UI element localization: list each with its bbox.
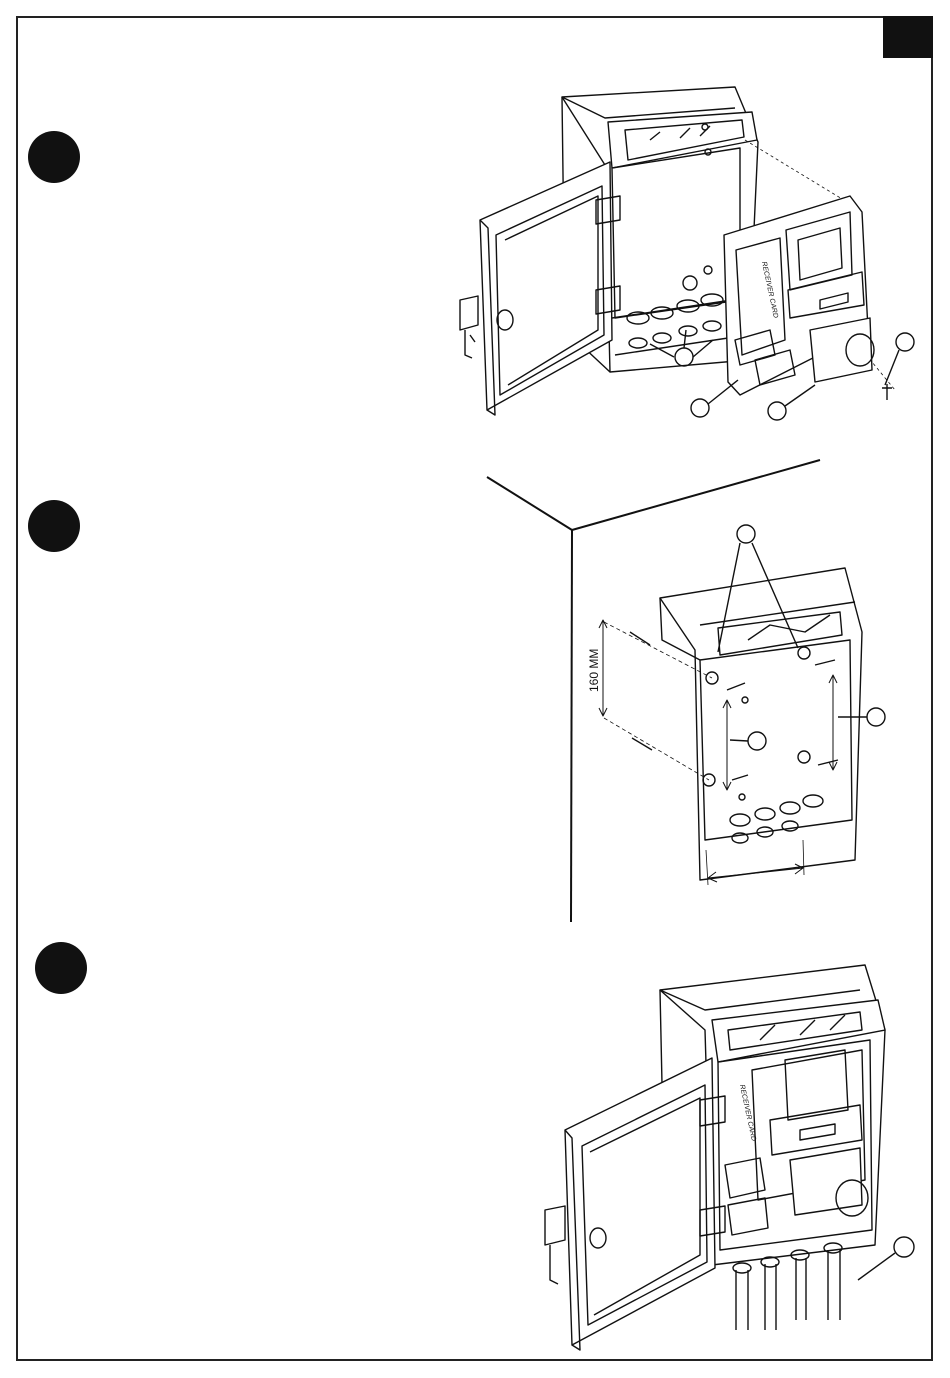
figure-3-wired-enclosure — [545, 965, 914, 1350]
figure-2-dimension-label: 160 MM — [587, 649, 601, 692]
figure-2-wall-mounting — [487, 460, 885, 922]
figure-1-open-enclosure — [460, 87, 914, 420]
